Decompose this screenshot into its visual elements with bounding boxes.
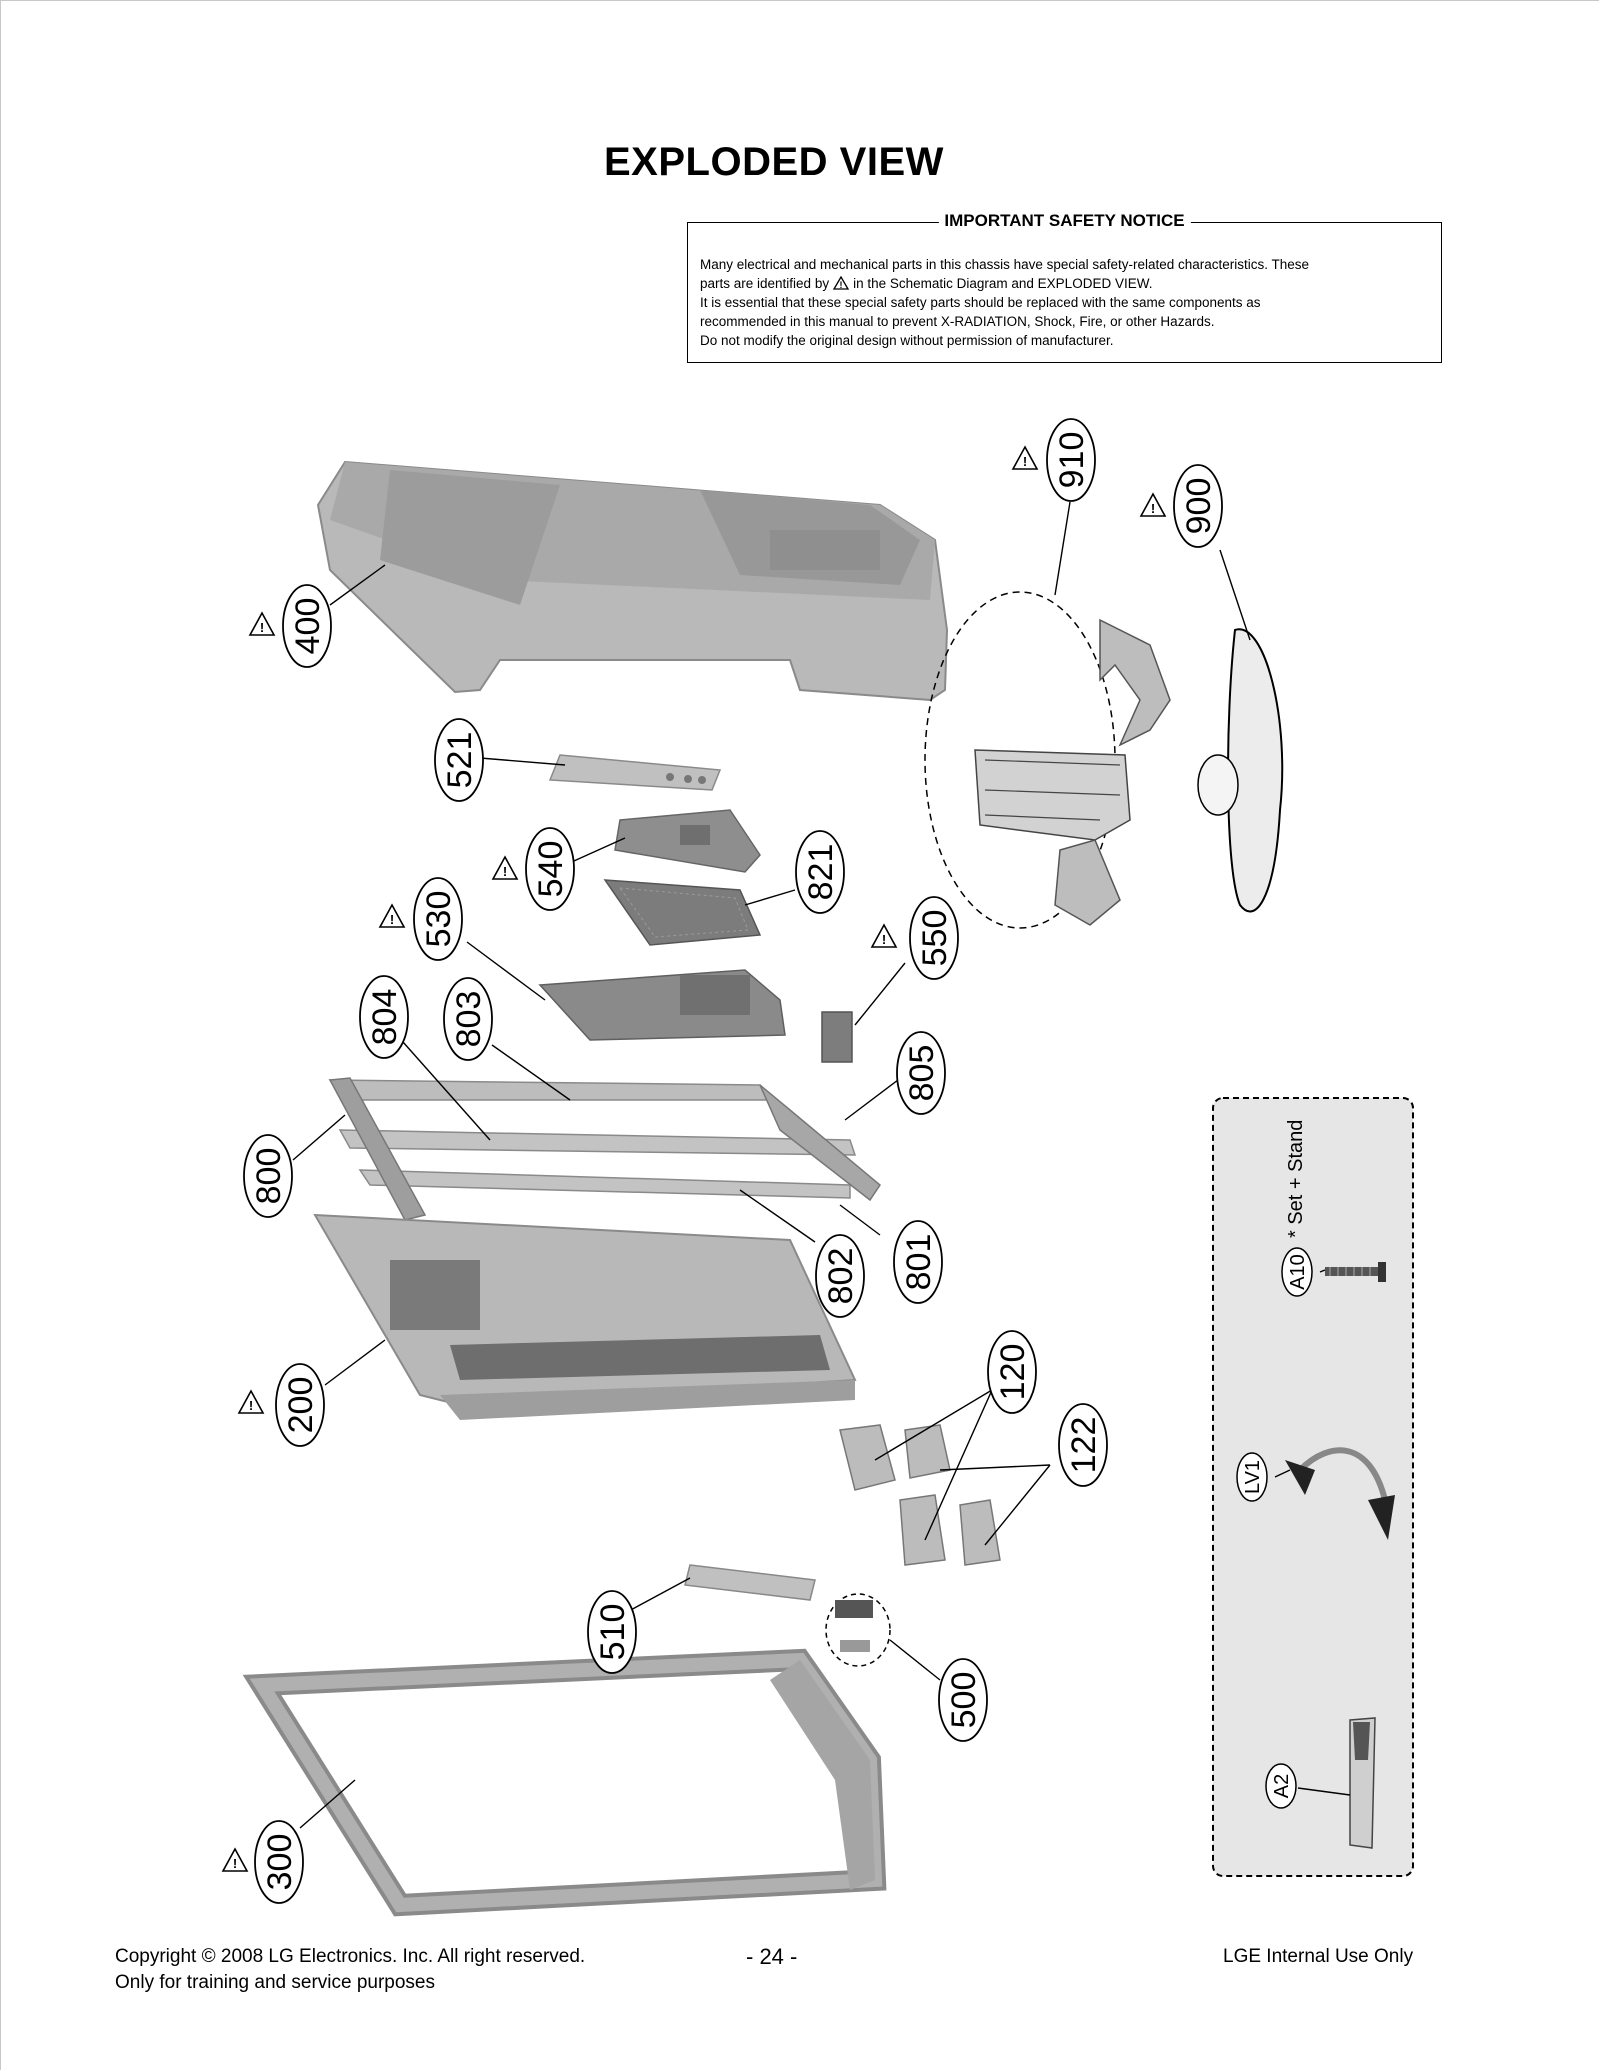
part-900-stand-base [1197, 628, 1284, 913]
callout-500: 500 [938, 1658, 988, 1742]
callout-821: 821 [795, 830, 845, 914]
warning-triangle-icon [492, 856, 518, 880]
callout-521-label: 521 [441, 732, 479, 789]
callout-400-label: 400 [289, 598, 327, 655]
callout-910-label: 910 [1053, 432, 1091, 489]
notice-line-2-post: in the Schematic Diagram and EXPLODED VI… [853, 276, 1153, 291]
leader-lines [292, 501, 1351, 1829]
part-200-chassis [313, 1213, 857, 1420]
callout-200: 200 [275, 1363, 325, 1447]
callout-120: 120 [987, 1330, 1037, 1414]
accessory-note-label: * Set + Stand [1285, 1120, 1307, 1238]
callout-550: 550 [909, 896, 959, 980]
callout-120-label: 120 [994, 1344, 1032, 1401]
callout-200-label: 200 [282, 1377, 320, 1434]
callout-300-label: 300 [261, 1834, 299, 1891]
callout-804: 804 [359, 975, 409, 1059]
callout-a10: A10 [1281, 1247, 1313, 1297]
part-530-power-board [538, 969, 786, 1041]
warning-triangle-icon [1140, 493, 1166, 517]
footer-internal-use: LGE Internal Use Only [1223, 1946, 1414, 1967]
part-550-connector [821, 1011, 853, 1063]
callout-122: 122 [1058, 1403, 1108, 1487]
callout-400: 400 [282, 584, 332, 668]
footer-copyright-line-1: Copyright © 2008 LG Electronics. Inc. Al… [115, 1946, 586, 1967]
callout-521: 521 [434, 718, 484, 802]
callout-530-label: 530 [420, 891, 458, 948]
callout-lv1: LV1 [1236, 1452, 1268, 1502]
warning-triangle-icon [379, 904, 405, 928]
part-400-back-cover [316, 460, 949, 702]
warning-triangle-icon [249, 612, 275, 636]
part-540-main-board [614, 809, 761, 873]
callout-910: 910 [1046, 418, 1096, 502]
callout-801-label: 801 [900, 1234, 938, 1291]
part-521-bracket [548, 754, 722, 791]
accessories-box [1212, 1097, 1414, 1877]
part-800-frame [328, 1077, 881, 1221]
part-821-shield [603, 879, 762, 946]
callout-a2-label: A2 [1271, 1774, 1293, 1798]
safety-notice-body: Many electrical and mechanical parts in … [700, 255, 1429, 350]
callout-803-label: 803 [450, 991, 488, 1048]
callout-540-label: 540 [532, 841, 570, 898]
safety-notice-title: IMPORTANT SAFETY NOTICE [938, 211, 1191, 231]
part-500-small-parts [825, 1593, 891, 1667]
callout-510: 510 [587, 1590, 637, 1674]
callout-900: 900 [1173, 464, 1223, 548]
warning-triangle-icon: ! [833, 276, 850, 290]
callout-804-label: 804 [366, 989, 404, 1046]
part-910-stand-body [924, 591, 1171, 929]
callout-805-label: 805 [903, 1045, 941, 1102]
callouts: 910 900 400 521 540 821 530 550 [243, 418, 1223, 1904]
notice-line-3: It is essential that these special safet… [700, 295, 1261, 310]
svg-text:!: ! [840, 280, 843, 290]
callout-802-label: 802 [822, 1248, 860, 1305]
callout-122-label: 122 [1065, 1417, 1103, 1474]
warning-triangle-icon [871, 924, 897, 948]
callout-900-label: 900 [1180, 478, 1218, 535]
notice-line-2-pre: parts are identified by [700, 276, 830, 291]
callout-a2: A2 [1265, 1763, 1297, 1809]
callout-550-label: 550 [916, 910, 954, 967]
callout-540: 540 [525, 827, 575, 911]
accessory-note: * Set + Stand [1285, 1120, 1307, 1238]
part-510-bracket [684, 1564, 816, 1601]
callout-300: 300 [254, 1820, 304, 1904]
part-a10-screw [1325, 1262, 1386, 1282]
part-300-front-bezel [242, 1648, 887, 1917]
warning-triangle-icon [222, 1848, 248, 1872]
page-title: EXPLODED VIEW [604, 140, 944, 184]
footer-copyright-line-2: Only for training and service purposes [115, 1972, 435, 1993]
safety-notice-box: IMPORTANT SAFETY NOTICE Many electrical … [687, 211, 1442, 363]
part-a2-remote [1349, 1717, 1376, 1849]
notice-line-2: parts are identified by! in the Schematic… [700, 274, 1429, 293]
callout-800: 800 [243, 1134, 293, 1218]
callout-805: 805 [896, 1031, 946, 1115]
notice-line-4: recommended in this manual to prevent X-… [700, 314, 1215, 329]
callout-800-label: 800 [250, 1148, 288, 1205]
notice-line-5: Do not modify the original design withou… [700, 333, 1114, 348]
callout-801: 801 [893, 1220, 943, 1304]
warning-triangle-icon [238, 1390, 264, 1414]
part-120-122-brackets [839, 1424, 1001, 1566]
callout-lv1-label: LV1 [1242, 1460, 1264, 1494]
footer-copyright: Copyright © 2008 LG Electronics. Inc. Al… [115, 1944, 585, 1996]
warning-triangle-icon [1012, 446, 1038, 470]
callout-530: 530 [413, 877, 463, 961]
accessory-callouts: * Set + Stand A10 LV1 A2 [1236, 1120, 1313, 1809]
callout-821-label: 821 [802, 844, 840, 901]
callout-a10-label: A10 [1287, 1254, 1309, 1290]
part-lv1-cable [1285, 1447, 1395, 1540]
callout-803: 803 [443, 977, 493, 1061]
callout-802: 802 [815, 1234, 865, 1318]
callout-500-label: 500 [945, 1672, 983, 1729]
footer-page-number: - 24 - [746, 1944, 798, 1969]
notice-line-1: Many electrical and mechanical parts in … [700, 257, 1310, 272]
callout-510-label: 510 [594, 1604, 632, 1661]
